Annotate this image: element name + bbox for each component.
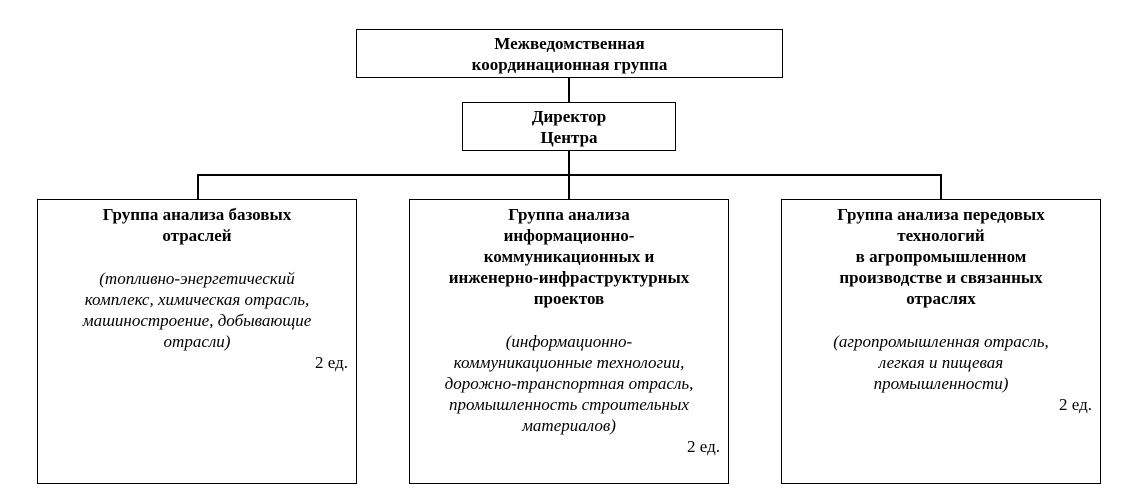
desc-line: коммуникационные технологии, [453,353,685,372]
group-box-basic: Группа анализа базовых отраслей (топливно… [37,199,357,484]
desc-line: (топливно-энергетический [99,269,295,288]
title-line: Группа анализа передовых [837,205,1045,224]
director-box: Директор Центра [462,102,676,151]
title-line: отраслях [906,289,976,308]
connector [568,78,570,102]
desc-line: комплекс, химическая отрасль, [84,290,310,309]
desc-line: машиностроение, добывающие [82,311,312,330]
box-line: Центра [540,128,598,147]
title-line: информационно- [503,226,635,245]
box-line: Межведомственная [494,34,645,53]
desc-line: дорожно-транспортная отрасль, [444,374,694,393]
desc-line: легкая и пищевая [878,353,1004,372]
group-box-ict: Группа анализа информационно-коммуникацио… [409,199,729,484]
desc-line: отрасли) [163,332,231,351]
title-line: в агропромышленном [855,247,1027,266]
title-line: отраслей [162,226,232,245]
units: 2 ед. [687,437,720,456]
group-box-agro: Группа анализа передовых технологий в агро… [781,199,1101,484]
units: 2 ед. [1059,395,1092,414]
units: 2 ед. [315,353,348,372]
box-line: Директор [531,107,607,126]
desc-line: (информационно- [505,332,633,351]
desc-line: промышленность строительных [449,395,689,414]
title-line: инженерно-инфраструктурных [448,268,690,287]
desc-line: (агропромышленная отрасль, [833,332,1049,351]
title-line: Группа анализа базовых [102,205,292,224]
connector [940,174,942,199]
interagency-group-box: Межведомственная координационная группа [356,29,783,78]
title-line: Группа анализа [508,205,630,224]
connector [197,174,199,199]
box-line: координационная группа [471,55,668,74]
title-line: коммуникационных и [483,247,655,266]
title-line: производстве и связанных [839,268,1043,287]
connector [197,174,941,176]
title-line: проектов [533,289,605,308]
title-line: технологий [897,226,985,245]
desc-line: материалов) [522,416,616,435]
desc-line: промышленности) [873,374,1009,393]
